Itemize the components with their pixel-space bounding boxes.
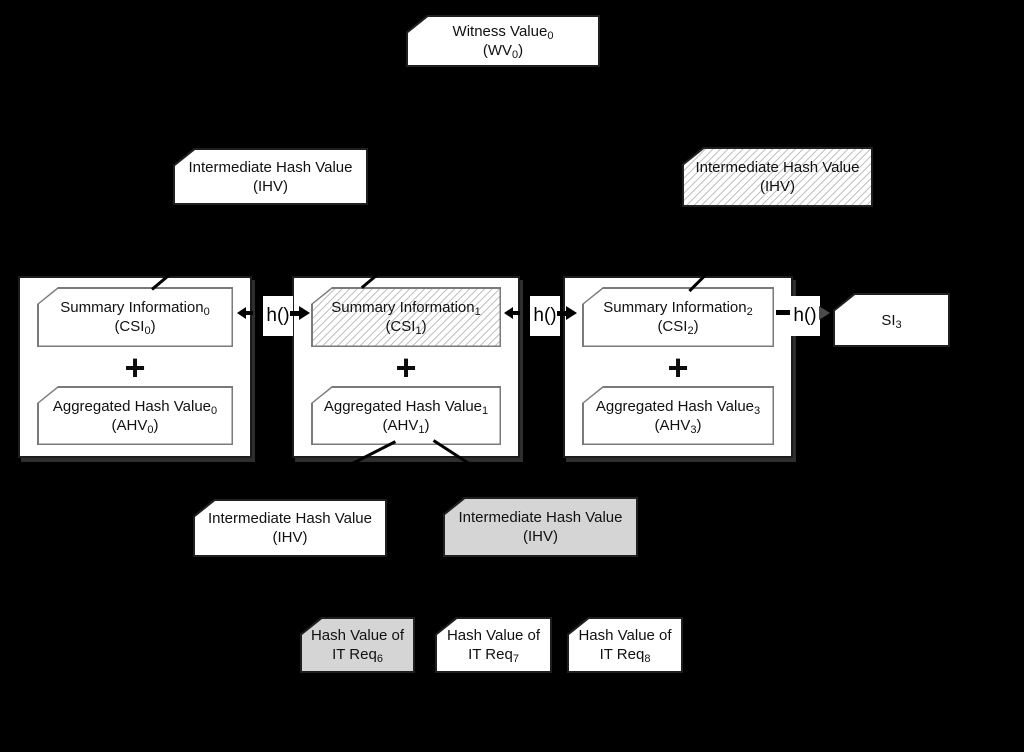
connector1-tail-line	[245, 311, 253, 315]
ihv-top-left-text: Intermediate Hash Value (IHV)	[175, 150, 366, 203]
hash-function-label-2: h()	[530, 296, 560, 336]
csi-group-0: Summary Information0 (CSI0) + Aggregated…	[18, 276, 252, 458]
aggregated-hash-value-1-text: Aggregated Hash Value1 (AHV1)	[312, 387, 500, 444]
summary-information-0-box: Summary Information0 (CSI0)	[37, 287, 233, 347]
ihv-bottom-left-box: Intermediate Hash Value (IHV)	[193, 499, 387, 557]
plus-sign-2: +	[395, 347, 417, 388]
connector3-tail-line	[776, 310, 793, 315]
connector3-arrowhead	[819, 306, 830, 320]
ihv-top-right-text: Intermediate Hash Value (IHV)	[684, 149, 871, 205]
witness-value-box: Witness Value0 (WV0)	[406, 15, 600, 67]
hash-value-it-req8-box: Hash Value of IT Req8	[567, 617, 683, 673]
si3-box: SI3	[833, 293, 950, 347]
hash-value-it-req6-text: Hash Value of IT Req6	[302, 619, 413, 671]
connector2-tail-line	[512, 311, 520, 315]
ihv-bottom-mid-box: Intermediate Hash Value (IHV)	[443, 497, 638, 557]
aggregated-hash-value-0-box: Aggregated Hash Value0 (AHV0)	[37, 386, 233, 445]
ihv-bottom-mid-text: Intermediate Hash Value (IHV)	[445, 499, 636, 555]
aggregated-hash-value-0-text: Aggregated Hash Value0 (AHV0)	[38, 387, 232, 444]
ihv-top-left-box: Intermediate Hash Value (IHV)	[173, 148, 368, 205]
csi-group-2: Summary Information2 (CSI2) + Aggregated…	[563, 276, 793, 458]
connector2-arrow-line	[557, 311, 567, 316]
summary-information-1-box: Summary Information1 (CSI1)	[311, 287, 501, 347]
summary-information-1-text: Summary Information1 (CSI1)	[312, 288, 500, 346]
plus-sign-3: +	[667, 347, 689, 388]
witness-value-text: Witness Value0 (WV0)	[408, 17, 598, 65]
plus-sign-1: +	[124, 347, 146, 388]
si3-text: SI3	[835, 295, 948, 345]
connector2-arrowhead	[566, 306, 577, 320]
hash-value-it-req6-box: Hash Value of IT Req6	[300, 617, 415, 673]
ihv-top-right-box: Intermediate Hash Value (IHV)	[682, 147, 873, 207]
csi-group-1: Summary Information1 (CSI1) + Aggregated…	[292, 276, 520, 458]
hash-function-label-1: h()	[263, 296, 293, 336]
hash-value-it-req8-text: Hash Value of IT Req8	[569, 619, 681, 671]
aggregated-hash-value-1-box: Aggregated Hash Value1 (AHV1)	[311, 386, 501, 445]
connector1-tail-arrowhead	[237, 307, 246, 319]
hash-value-it-req7-box: Hash Value of IT Req7	[435, 617, 552, 673]
summary-information-2-box: Summary Information2 (CSI2)	[582, 287, 774, 347]
ihv-bottom-left-text: Intermediate Hash Value (IHV)	[195, 501, 385, 555]
connector1-arrow-line	[290, 311, 300, 316]
summary-information-0-text: Summary Information0 (CSI0)	[38, 288, 232, 346]
hash-value-it-req7-text: Hash Value of IT Req7	[437, 619, 550, 671]
aggregated-hash-value-3-text: Aggregated Hash Value3 (AHV3)	[583, 387, 773, 444]
summary-information-2-text: Summary Information2 (CSI2)	[583, 288, 773, 346]
connector2-tail-arrowhead	[504, 307, 513, 319]
aggregated-hash-value-3-box: Aggregated Hash Value3 (AHV3)	[582, 386, 774, 445]
hash-function-label-3: h()	[790, 296, 820, 336]
connector1-arrowhead	[299, 306, 310, 320]
